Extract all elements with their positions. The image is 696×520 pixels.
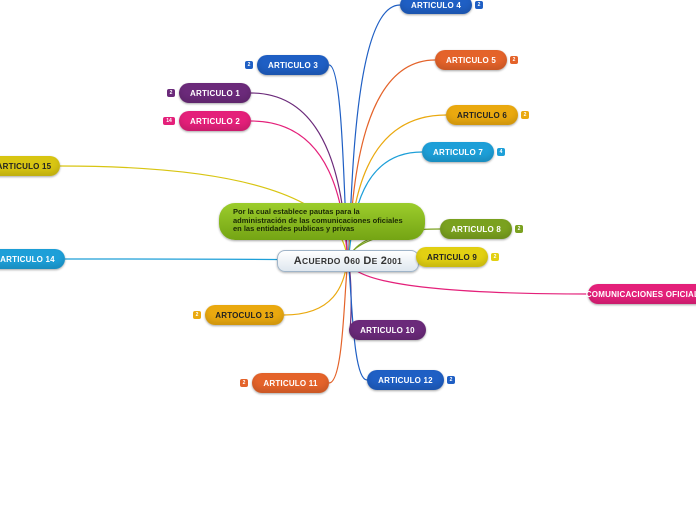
connector-articulo-2 [250, 120, 349, 262]
topic-comunicaciones-oficiales[interactable]: COMUNICACIONES OFICIALES [585, 284, 696, 304]
topic-articulo-7[interactable]: ARTICULO 7 [422, 142, 494, 162]
topic-articulo-5[interactable]: ARTICULO 5 [435, 50, 507, 70]
topic-articulo-2[interactable]: ARTICULO 2 [179, 111, 251, 131]
topic-articulo-12[interactable]: ARTICULO 12 [367, 370, 444, 390]
description-text: Por la cual establece pautas para la adm… [233, 207, 403, 233]
connector-articulo-11 [328, 260, 349, 384]
child-count-badge[interactable]: 2 [193, 311, 201, 319]
child-count-badge[interactable]: 4 [497, 148, 505, 156]
topic-label: ARTOCULO 13 [215, 310, 274, 320]
topic-articulo-6[interactable]: ARTICULO 6 [446, 105, 518, 125]
topic-articulo-1[interactable]: ARTICULO 1 [179, 83, 251, 103]
description-node[interactable]: Por la cual establece pautas para la adm… [219, 203, 425, 240]
topic-label: ARTICULO 5 [446, 55, 496, 65]
child-count-badge[interactable]: 2 [491, 253, 499, 261]
child-count-badge[interactable]: 2 [240, 379, 248, 387]
topic-label: ARTICULO 6 [457, 110, 507, 120]
topic-label: ARTICULO 15 [0, 161, 52, 171]
child-count-badge[interactable]: 2 [475, 1, 483, 9]
topic-articulo-9[interactable]: ARTICULO 9 [416, 247, 488, 267]
child-count-badge[interactable]: 14 [163, 117, 175, 125]
child-count-badge[interactable]: 2 [521, 111, 529, 119]
topic-articulo-15[interactable]: ARTICULO 15 [0, 156, 60, 176]
topic-articulo-4[interactable]: ARTICULO 4 [400, 0, 472, 14]
topic-label: ARTICULO 3 [268, 60, 318, 70]
topic-label: ARTICULO 2 [190, 116, 240, 126]
topic-articulo-10[interactable]: ARTICULO 10 [349, 320, 426, 340]
child-count-badge[interactable]: 2 [167, 89, 175, 97]
topic-label: ARTICULO 9 [427, 252, 477, 262]
topic-articulo-11[interactable]: ARTICULO 11 [252, 373, 329, 393]
topic-label: COMUNICACIONES OFICIALES [585, 289, 696, 299]
topic-label: ARTICULO 7 [433, 147, 483, 157]
topic-label: ARTICULO 14 [0, 254, 55, 264]
topic-label: ARTICULO 12 [378, 375, 433, 385]
child-count-badge[interactable]: 2 [447, 376, 455, 384]
topic-label: ARTICULO 11 [263, 378, 318, 388]
child-count-badge[interactable]: 2 [245, 61, 253, 69]
root-label: ACUERDO 060 DE 2001 [293, 255, 403, 267]
root-node[interactable]: ACUERDO 060 DE 2001 [277, 250, 419, 272]
topic-articulo-8[interactable]: ARTICULO 8 [440, 219, 512, 239]
topic-articulo-3[interactable]: ARTICULO 3 [257, 55, 329, 75]
topic-label: ARTICULO 10 [360, 325, 415, 335]
topic-label: ARTICULO 4 [411, 0, 461, 10]
child-count-badge[interactable]: 2 [515, 225, 523, 233]
topic-label: ARTICULO 8 [451, 224, 501, 234]
child-count-badge[interactable]: 2 [510, 56, 518, 64]
topic-artoculo-13[interactable]: ARTOCULO 13 [205, 305, 284, 325]
topic-articulo-14[interactable]: ARTICULO 14 [0, 249, 65, 269]
topic-label: ARTICULO 1 [190, 88, 240, 98]
